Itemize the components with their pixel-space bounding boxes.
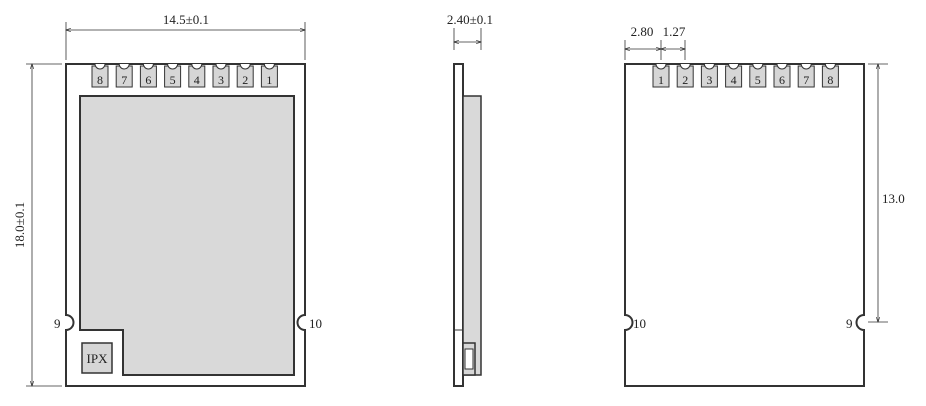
back-pin-10-label: 10 [633,316,646,331]
side-pcb [453,63,464,387]
pin-number-label: 2 [242,73,248,87]
pin-pad: 4 [188,63,206,88]
pin-pad: 2 [236,63,254,88]
back-view: 2.80 1.27 13.0 1 2 3 4 5 6 7 8 10 9 [624,24,905,387]
pin-half-hole [800,63,812,70]
side-thickness-dim-label: 2.40±0.1 [447,12,493,27]
pin-pad: 3 [212,63,230,88]
pin-pad: 1 [260,63,278,88]
pin-half-hole [167,63,179,70]
pin-number-label: 2 [682,73,688,87]
pin-pad: 7 [797,63,815,88]
pin-number-label: 8 [827,73,833,87]
pin-number-label: 4 [731,73,737,87]
pin-pad: 5 [749,63,767,88]
pin-pad: 8 [91,63,109,88]
pin-number-label: 3 [218,73,224,87]
side-view: 2.40±0.1 [447,12,493,387]
pin-pad: 6 [773,63,791,88]
back-pin-9-label: 9 [846,316,853,331]
pin-half-hole [824,63,836,70]
side-shield-can [462,95,482,376]
back-height-dim-label: 13.0 [882,191,905,206]
front-pin-9-label: 9 [54,316,61,331]
front-view: 14.5±0.1 18.0±0.1 IPX 8 7 6 5 4 3 2 1 9 10 [12,12,322,387]
front-pin-10-label: 10 [309,316,322,331]
pin-number-label: 1 [266,73,272,87]
side-ipx-inner [464,348,474,370]
pin-half-hole [215,63,227,70]
pin-pad: 8 [821,63,839,88]
pin-pad: 7 [115,63,133,88]
ipx-label: IPX [87,351,109,366]
front-width-dim-label: 14.5±0.1 [163,12,209,27]
pin-half-hole [142,63,154,70]
pin-pad: 5 [164,63,182,88]
pin-half-hole [679,63,691,70]
front-shield-can [79,95,295,376]
pin-half-hole [776,63,788,70]
pin-number-label: 6 [779,73,785,87]
pin-half-hole [94,63,106,70]
pin-number-label: 6 [145,73,151,87]
pin-pad: 3 [700,63,718,88]
pin-pad: 6 [139,63,157,88]
pin-half-hole [118,63,130,70]
pin-half-hole [239,63,251,70]
pin-half-hole [728,63,740,70]
pin-number-label: 8 [97,73,103,87]
pin-half-hole [263,63,275,70]
pin-pad: 4 [725,63,743,88]
pin-number-label: 5 [755,73,761,87]
back-pitch-dim-label: 1.27 [663,24,686,39]
pin-half-hole [703,63,715,70]
pin-half-hole [655,63,667,70]
back-offset-dim-label: 2.80 [631,24,654,39]
back-top-pins: 1 2 3 4 5 6 7 8 [652,63,839,88]
pin-pad: 2 [676,63,694,88]
pin-number-label: 1 [658,73,664,87]
pin-number-label: 4 [194,73,200,87]
ipx-connector [81,342,113,374]
pin-number-label: 7 [121,73,127,87]
front-top-pins: 8 7 6 5 4 3 2 1 [91,63,278,88]
pin-pad: 1 [652,63,670,88]
pin-number-label: 3 [706,73,712,87]
pin-half-hole [752,63,764,70]
front-height-dim-label: 18.0±0.1 [12,202,27,248]
pin-half-hole [191,63,203,70]
pin-number-label: 5 [170,73,176,87]
back-board-outline [624,63,865,387]
pin-number-label: 7 [803,73,809,87]
